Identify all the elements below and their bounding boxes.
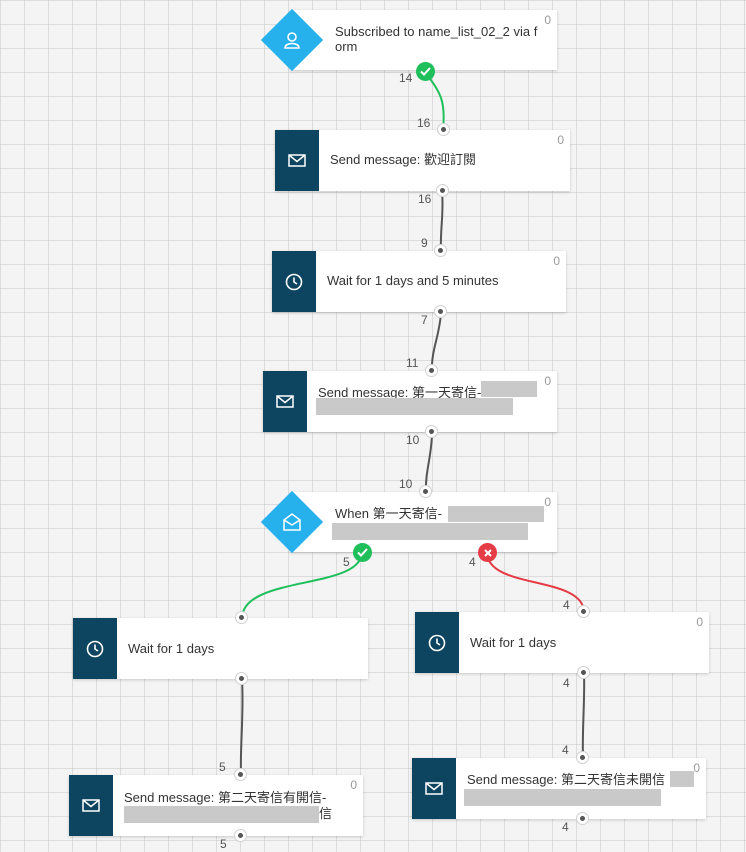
trigger-count: 0: [544, 13, 551, 27]
condition-count: 0: [544, 495, 551, 509]
send-day1-label: Send message: 第一天寄信-: [318, 385, 482, 400]
send-day2-opened-label: Send message: 第二天寄信有開信-: [124, 790, 327, 805]
send-welcome-node[interactable]: Send message: 歡迎訂閱 0: [275, 130, 570, 191]
send-welcome-count: 0: [557, 133, 564, 147]
link-count: 4: [562, 743, 569, 757]
wait-no-count: 0: [696, 615, 703, 629]
connection-port[interactable]: [235, 672, 248, 685]
link-count: 5: [220, 837, 227, 851]
envelope-icon: [288, 154, 306, 167]
link-count: 10: [406, 433, 420, 447]
wait-yes-node[interactable]: Wait for 1 days: [73, 618, 368, 679]
link-waityes-day2: [239, 678, 244, 776]
send-day1-icon-box: [263, 371, 307, 432]
link-count: 9: [421, 236, 428, 250]
link-count: 4: [563, 598, 570, 612]
person-icon: [284, 32, 300, 49]
redacted-text: [316, 398, 513, 415]
connection-port[interactable]: [576, 812, 589, 825]
link-wait-day1: [430, 311, 442, 372]
redacted-text: [448, 506, 544, 522]
trigger-label: Subscribed to name_list_02_2 via f orm: [335, 24, 538, 54]
send-day2-opened-node[interactable]: Send message: 第二天寄信有開信- 信 0: [69, 775, 363, 836]
link-welcome-wait: [439, 190, 444, 252]
send-day2-unopened-node[interactable]: Send message: 第二天寄信未開信 0: [412, 758, 706, 819]
connection-port[interactable]: [436, 184, 449, 197]
send-day2-opened-label-tail: 信: [319, 806, 333, 821]
wait-no-label: Wait for 1 days: [470, 635, 557, 650]
send-day2-unopened-count: 0: [693, 761, 700, 775]
connection-port[interactable]: [437, 123, 450, 136]
envelope-icon: [276, 395, 294, 408]
wait-yes-icon-box: [73, 618, 117, 679]
send-welcome-icon-box: [275, 130, 319, 191]
connection-port[interactable]: [419, 485, 432, 498]
clock-icon: [285, 273, 303, 290]
connection-port[interactable]: [235, 611, 248, 624]
redacted-text: [332, 523, 528, 540]
clock-icon: [86, 640, 104, 657]
link-count: 7: [421, 313, 428, 327]
send-welcome-label: Send message: 歡迎訂閱: [330, 152, 476, 167]
connection-port[interactable]: [434, 244, 447, 257]
wait-1-label: Wait for 1 days and 5 minutes: [327, 273, 499, 288]
wait-1-icon-box: [272, 251, 316, 312]
redacted-text: [124, 806, 319, 823]
x-icon: [483, 548, 492, 557]
send-day1-node[interactable]: Send message: 第一天寄信- 0: [263, 371, 557, 432]
send-day2-opened-icon-box: [69, 775, 113, 836]
link-count: 16: [418, 192, 432, 206]
wait-node-1[interactable]: Wait for 1 days and 5 minutes 0: [272, 251, 566, 312]
connection-port[interactable]: [234, 768, 247, 781]
open-envelope-icon: [283, 513, 301, 531]
connection-port[interactable]: [434, 305, 447, 318]
link-count: 16: [417, 116, 431, 130]
send-day2-unopened-icon-box: [412, 758, 456, 819]
link-count: 4: [562, 820, 569, 834]
link-count: 5: [343, 555, 350, 569]
wait-no-node[interactable]: Wait for 1 days 0: [415, 612, 709, 673]
redacted-text: [464, 789, 661, 806]
check-icon: [420, 67, 431, 76]
no-badge[interactable]: [478, 543, 497, 562]
link-count: 4: [469, 555, 476, 569]
connection-port[interactable]: [234, 829, 247, 842]
link-count: 10: [399, 477, 413, 491]
clock-icon: [428, 634, 446, 651]
connection-port[interactable]: [576, 751, 589, 764]
envelope-icon: [82, 799, 100, 812]
link-condition-no: [486, 551, 585, 613]
envelope-icon: [425, 782, 443, 795]
yes-badge[interactable]: [353, 543, 372, 562]
link-count: 4: [563, 676, 570, 690]
link-count: 11: [406, 356, 419, 370]
link-day1-condition: [424, 431, 433, 493]
yes-badge[interactable]: [416, 62, 435, 81]
connection-port[interactable]: [425, 425, 438, 438]
connection-port[interactable]: [577, 666, 590, 679]
trigger-node[interactable]: Subscribed to name_list_02_2 via f orm 0: [290, 10, 557, 70]
send-day1-count: 0: [544, 374, 551, 388]
redacted-text: [670, 771, 694, 787]
send-day2-opened-count: 0: [350, 778, 357, 792]
link-waitno-day2: [581, 672, 586, 759]
wait-no-icon-box: [415, 612, 459, 673]
connection-port[interactable]: [425, 364, 438, 377]
connection-port[interactable]: [577, 605, 590, 618]
link-count: 5: [219, 760, 226, 774]
wait-yes-label: Wait for 1 days: [128, 641, 215, 656]
redacted-text: [481, 381, 537, 397]
send-day2-unopened-label: Send message: 第二天寄信未開信: [467, 772, 665, 787]
check-icon: [357, 548, 368, 557]
link-count: 14: [399, 71, 413, 85]
condition-label: When 第一天寄信-: [335, 506, 442, 521]
wait-1-count: 0: [553, 254, 560, 268]
condition-node[interactable]: When 第一天寄信- 0: [290, 492, 557, 552]
link-condition-yes: [241, 551, 363, 619]
